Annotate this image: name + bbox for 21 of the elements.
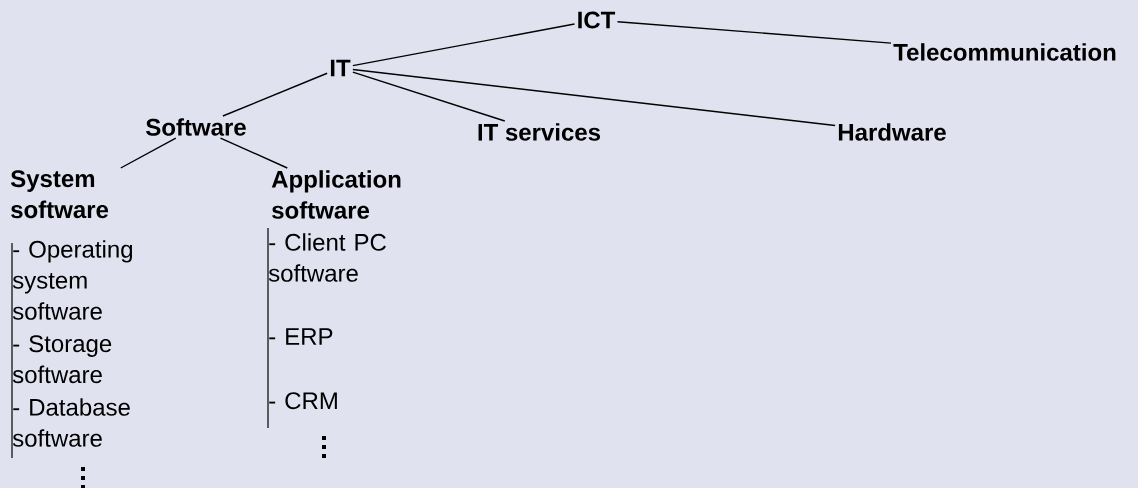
category-label: Hardware (838, 123, 946, 141)
category-label: Software (146, 118, 246, 136)
category-label: Telecommunication (893, 43, 1116, 61)
connector-line (219, 137, 288, 169)
connector-line (120, 137, 177, 169)
category-label: ICT (578, 11, 616, 29)
category-label: Application software (271, 170, 401, 219)
list-item: - Storage software (12, 335, 112, 384)
list-item: - Client PC software (268, 233, 386, 282)
list-item: - ERP (269, 328, 333, 345)
list-item: - Operating system software (12, 240, 132, 320)
list-item: - Database software (12, 398, 130, 447)
connector-line (352, 23, 576, 67)
category-label: IT (330, 59, 351, 77)
connector-line (222, 72, 328, 117)
connector-line (352, 68, 836, 127)
connector-line (352, 71, 506, 122)
list-item: - CRM (269, 392, 337, 410)
category-label: IT services (478, 123, 601, 141)
connector-line (616, 21, 892, 44)
category-label: System software (10, 170, 109, 219)
